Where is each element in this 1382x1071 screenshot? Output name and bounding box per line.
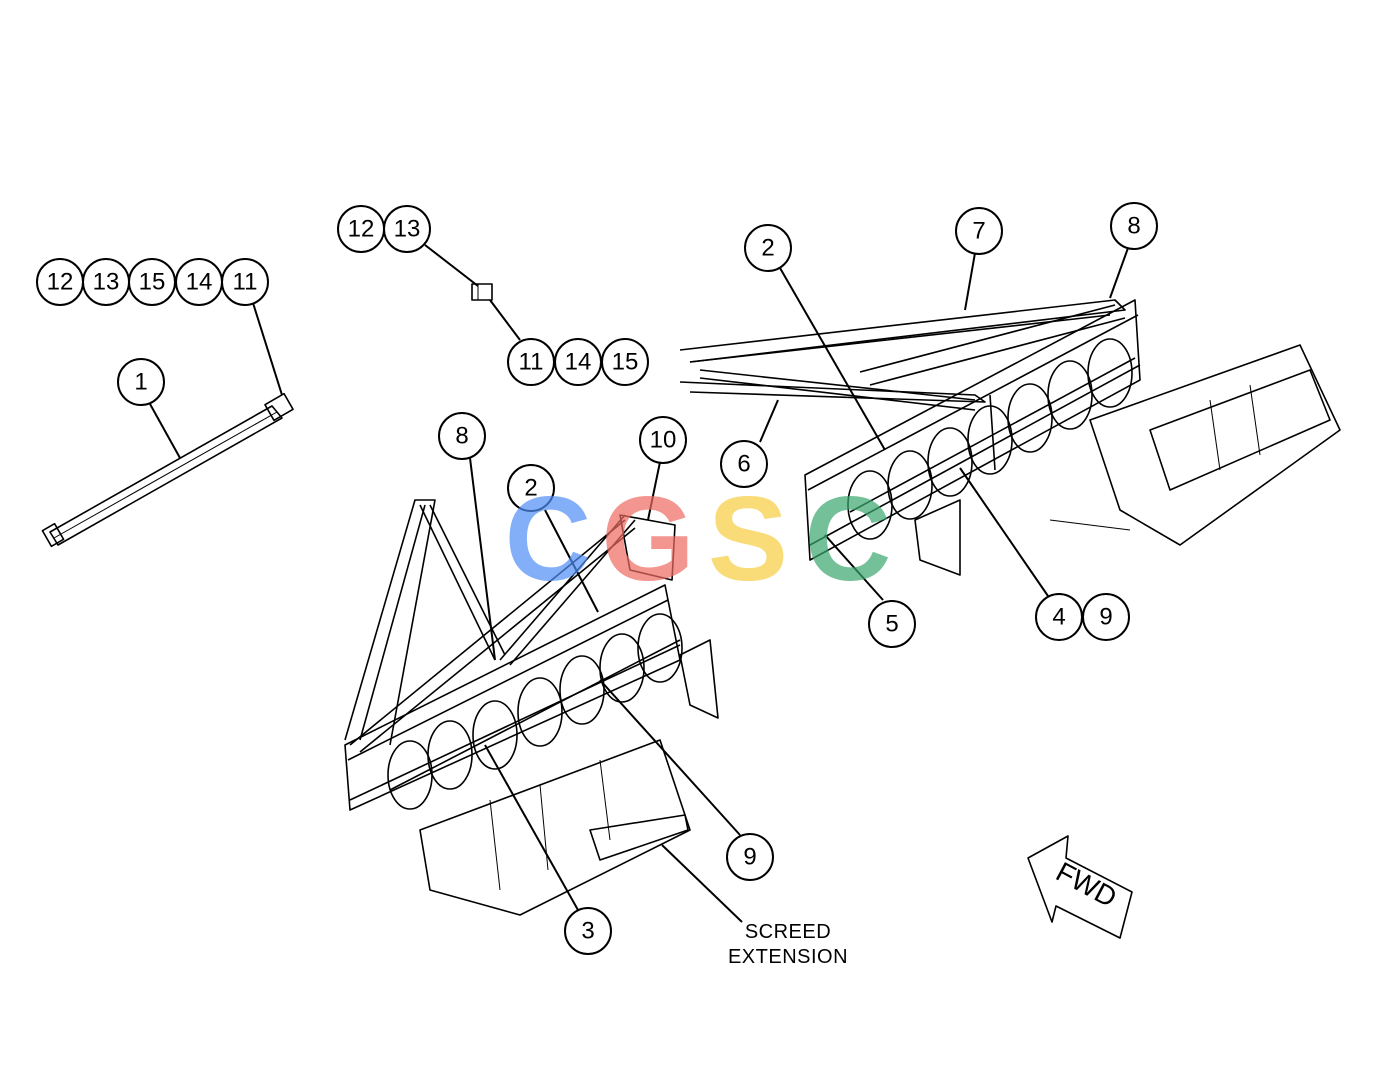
callout-8: 8 (1110, 202, 1158, 250)
screed-label-line1: SCREED (745, 921, 831, 943)
callout-13: 13 (383, 205, 431, 253)
callout-3: 3 (564, 907, 612, 955)
callout-1: 1 (117, 358, 165, 406)
svg-text:3: 3 (581, 918, 594, 945)
svg-text:4: 4 (1052, 604, 1065, 631)
part-1-rod (41, 392, 294, 548)
left-auger-assembly (344, 499, 719, 916)
fwd-label: FWD (1051, 856, 1122, 913)
callout-2: 2 (744, 224, 792, 272)
watermark-letter: C (805, 472, 892, 606)
callout-4: 4 (1035, 593, 1083, 641)
callout-9: 9 (726, 833, 774, 881)
callout-13: 13 (82, 258, 130, 306)
callout-5: 5 (868, 600, 916, 648)
callout-14: 14 (554, 338, 602, 386)
right-auger-assembly (679, 299, 1341, 576)
svg-text:12: 12 (47, 269, 74, 296)
watermark-letter: S (708, 472, 788, 606)
callout-15: 15 (128, 258, 176, 306)
screed-label-line2: EXTENSION (728, 946, 848, 968)
svg-text:15: 15 (612, 349, 639, 376)
svg-text:9: 9 (743, 844, 756, 871)
watermark-letter: G (601, 472, 694, 606)
cgsc-watermark: C G S C (505, 472, 892, 606)
svg-text:5: 5 (885, 611, 898, 638)
svg-text:6: 6 (737, 451, 750, 478)
svg-text:12: 12 (348, 216, 375, 243)
callout-15: 15 (601, 338, 649, 386)
callout-8: 8 (438, 412, 486, 460)
svg-text:8: 8 (455, 423, 468, 450)
svg-text:11: 11 (233, 269, 258, 296)
svg-text:14: 14 (565, 349, 592, 376)
callout-14: 14 (175, 258, 223, 306)
callout-balloons: 12 13 15 14 11 12 13 11 14 15 1 2 7 8 6 … (36, 202, 1158, 955)
callout-10: 10 (639, 416, 687, 464)
svg-text:14: 14 (186, 269, 213, 296)
callout-11: 11 (507, 338, 555, 386)
fwd-arrow: FWD (1027, 835, 1133, 939)
callout-6: 6 (720, 440, 768, 488)
screed-extension-label: SCREED EXTENSION (661, 844, 848, 968)
leader-lines (149, 244, 1129, 911)
svg-text:11: 11 (519, 349, 544, 376)
svg-text:2: 2 (761, 235, 774, 262)
svg-text:1: 1 (134, 369, 147, 396)
svg-text:8: 8 (1127, 213, 1140, 240)
callout-11: 11 (221, 258, 269, 306)
callout-12: 12 (337, 205, 385, 253)
callout-7: 7 (955, 207, 1003, 255)
fitting-part (471, 283, 493, 301)
svg-text:2: 2 (524, 475, 537, 502)
svg-text:7: 7 (972, 218, 985, 245)
svg-text:9: 9 (1099, 604, 1112, 631)
svg-text:10: 10 (650, 427, 677, 454)
callout-12: 12 (36, 258, 84, 306)
watermark-letter: C (505, 472, 592, 606)
svg-text:13: 13 (93, 269, 120, 296)
callout-2: 2 (507, 464, 555, 512)
svg-text:15: 15 (139, 269, 166, 296)
callout-9: 9 (1082, 593, 1130, 641)
svg-text:13: 13 (394, 216, 421, 243)
